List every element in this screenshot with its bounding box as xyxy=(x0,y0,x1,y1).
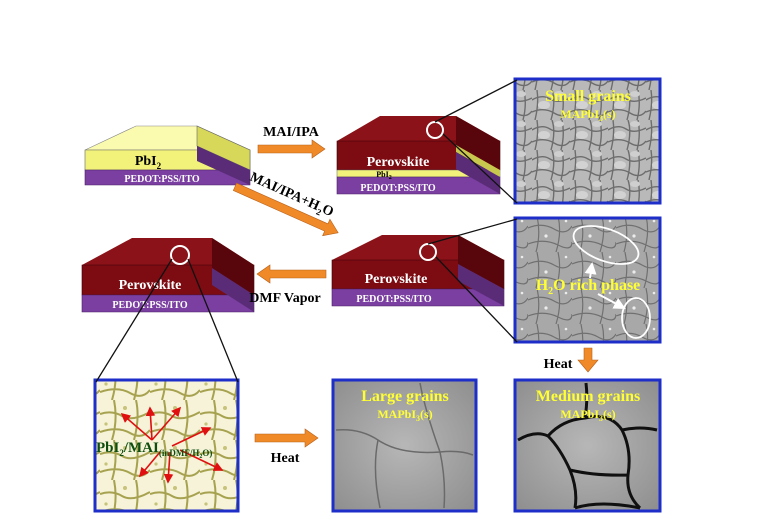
optical-label: PbI2/MAI(inDMF/H2O) xyxy=(96,440,212,460)
perovskite-top-face-4 xyxy=(82,238,254,265)
medium-grains-formula: MAPbI3(s) xyxy=(560,407,615,423)
arrow-heat-vertical-label: Heat xyxy=(544,357,573,372)
large-grains-title: Large grains xyxy=(361,388,449,405)
micrograph-h2o-rich: H2O rich phase xyxy=(513,216,662,344)
stack-top-right-pbi2-label: PbI2 xyxy=(376,170,391,181)
red-diffusion-arrows xyxy=(120,406,224,484)
stack-middle-right-perovskite-label: Perovskite xyxy=(365,272,428,287)
stack-top-right: Perovskite PbI2 PEDOT:PSS/ITO xyxy=(336,116,501,195)
pedot-side-2 xyxy=(456,152,500,194)
arrow-heat-horizontal-label: Heat xyxy=(271,451,300,466)
zoom-connectors xyxy=(95,79,518,383)
stack-top-right-perovskite-label: Perovskite xyxy=(367,155,430,170)
stack-middle-left-pedot-label: PEDOT:PSS/ITO xyxy=(112,300,187,311)
stack-middle-right: Perovskite PEDOT:PSS/ITO xyxy=(331,235,505,307)
stack-top-right-pedot-label: PEDOT:PSS/ITO xyxy=(360,183,435,194)
medium-grains-title: Medium grains xyxy=(536,388,640,405)
stack-middle-right-pedot-label: PEDOT:PSS/ITO xyxy=(356,294,431,305)
h2o-arrow-1 xyxy=(584,262,597,279)
zoom-circle-middle-left xyxy=(170,245,190,265)
large-grain-boundaries xyxy=(335,382,474,509)
arrow-dmf-vapor-label: DMF Vapor xyxy=(249,291,320,306)
pbi2-thin-side xyxy=(456,145,500,177)
h2o-rich-title: H2O rich phase xyxy=(536,277,641,297)
pedot-side-4 xyxy=(212,268,254,312)
arrow-mai-ipa-label: MAI/IPA xyxy=(263,125,320,140)
h2o-ellipse-1 xyxy=(572,225,640,265)
stack-initial-pbi2-label: PbI2 xyxy=(135,154,162,171)
pedot-side-3 xyxy=(458,264,504,306)
perovskite-side-face xyxy=(456,116,500,170)
micrograph-optical: PbI2/MAI(inDMF/H2O) xyxy=(93,378,240,513)
perovskite-side-4 xyxy=(212,238,254,295)
h2o-arrow-2 xyxy=(597,293,626,309)
small-grains-formula: MAPbI3(s) xyxy=(560,107,615,123)
h2o-ellipse-2 xyxy=(621,297,651,339)
perovskite-side-3 xyxy=(458,235,504,289)
stack-initial-pedot-label: PEDOT:PSS/ITO xyxy=(124,174,199,185)
arrow-mai-ipa: MAI/IPA xyxy=(257,125,326,159)
large-grains-formula: MAPbI3(s) xyxy=(377,407,432,423)
micrograph-small-grains: Small grains MAPbI3(s) xyxy=(513,77,662,205)
arrow-dmf-vapor: DMF Vapor xyxy=(249,264,327,306)
pedot-side-face xyxy=(197,146,250,185)
medium-grain-boundaries xyxy=(517,382,658,510)
arrow-heat-vertical: Heat xyxy=(544,347,599,373)
stack-initial: PbI2 PEDOT:PSS/ITO xyxy=(84,125,251,186)
micrograph-large-grains: Large grains MAPbI3(s) xyxy=(331,378,478,513)
micrograph-medium-grains: Medium grains MAPbI3(s) xyxy=(513,378,662,513)
stack-middle-left-perovskite-label: Perovskite xyxy=(119,278,182,293)
small-grains-title: Small grains xyxy=(545,88,631,105)
stack-middle-left: Perovskite PEDOT:PSS/ITO xyxy=(81,238,255,313)
arrow-heat-horizontal: Heat xyxy=(254,428,319,466)
